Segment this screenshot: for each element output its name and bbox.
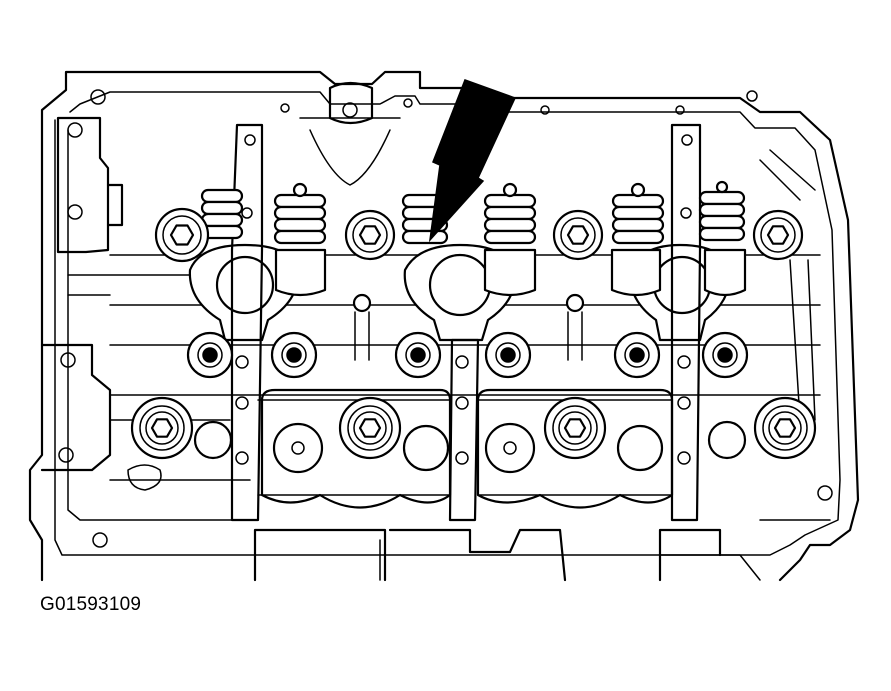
cam-cap-bolts (186, 331, 749, 379)
upper-hex-bolts (154, 207, 804, 263)
cylinder-head-outline (28, 70, 860, 582)
arrow-icon (428, 79, 517, 243)
figure-caption: G01593109 (40, 594, 142, 615)
valve-springs (200, 180, 747, 297)
left-bracket (40, 116, 191, 491)
head-bolts (130, 388, 817, 509)
